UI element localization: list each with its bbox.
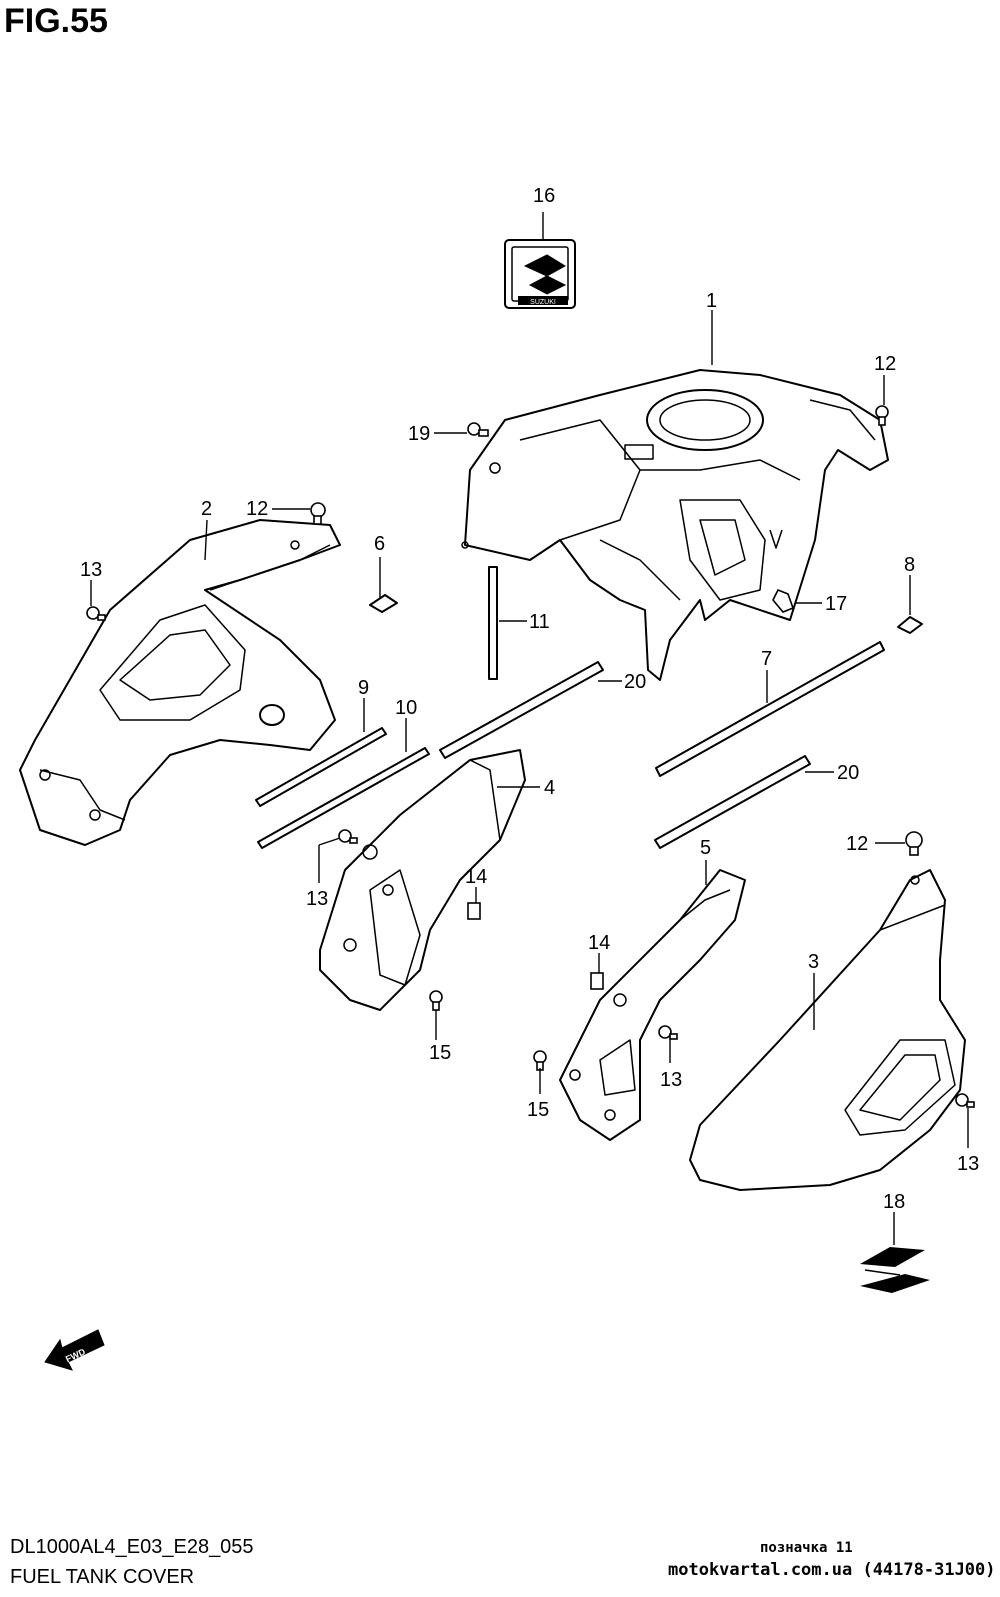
callout-15: 15 xyxy=(429,1042,451,1064)
fwd-arrow: FWD xyxy=(44,1329,105,1371)
callout-18: 18 xyxy=(883,1191,905,1213)
callout-14: 14 xyxy=(588,932,610,954)
part-20b-strip xyxy=(654,755,811,849)
callout-6: 6 xyxy=(374,533,385,555)
part-7-strip xyxy=(655,641,885,777)
fastener-17-clip xyxy=(772,588,795,613)
fastener-19-bolt xyxy=(467,422,489,437)
fastener-12-left xyxy=(310,502,326,525)
fastener-15-right xyxy=(533,1050,547,1071)
fastener-12-right xyxy=(905,831,923,856)
callout-4: 4 xyxy=(544,777,555,799)
part-18-decal xyxy=(860,1247,930,1293)
callout-11: 11 xyxy=(529,611,550,633)
part-10-strip xyxy=(257,747,430,849)
fastener-13-right xyxy=(955,1093,975,1108)
marking-label: позначка 11 xyxy=(760,1540,853,1556)
fastener-13-center xyxy=(658,1025,678,1040)
callout-19: 19 xyxy=(408,423,430,445)
callout-3: 3 xyxy=(808,951,819,973)
fastener-13-left xyxy=(86,606,106,621)
callout-13: 13 xyxy=(306,888,328,910)
fastener-15-left xyxy=(429,990,443,1011)
part-6-pad xyxy=(369,594,398,613)
model-code: DL1000AL4_E03_E28_055 xyxy=(10,1536,254,1558)
callout-20: 20 xyxy=(837,762,859,784)
callout-7: 7 xyxy=(761,648,772,670)
part-16-emblem: SUZUKI xyxy=(504,239,576,309)
callout-17: 17 xyxy=(825,593,847,615)
part-3-right-cover xyxy=(689,869,966,1191)
fastener-14-right xyxy=(590,972,604,990)
part-4-left-inner-panel xyxy=(319,749,526,1011)
callout-12: 12 xyxy=(874,353,896,375)
fastener-14-left xyxy=(467,902,481,920)
figure-name: FUEL TANK COVER xyxy=(10,1566,195,1588)
part-2-left-cover xyxy=(19,519,341,846)
callout-10: 10 xyxy=(395,697,417,719)
callout-14: 14 xyxy=(465,866,487,888)
part-1-fuel-tank-cover xyxy=(461,369,889,681)
part-9-strip xyxy=(255,727,387,807)
callout-1: 1 xyxy=(706,290,717,312)
part-11-strip xyxy=(488,566,498,680)
callout-13: 13 xyxy=(80,559,102,581)
figure-title: FIG.55 xyxy=(4,2,108,40)
callout-5: 5 xyxy=(700,837,711,859)
callout-2: 2 xyxy=(201,498,212,520)
fastener-13-mid xyxy=(338,829,358,844)
part-5-right-inner-bracket xyxy=(559,869,746,1141)
callout-16: 16 xyxy=(533,185,555,207)
callout-20: 20 xyxy=(624,671,646,693)
source-site: motokvartal.com.ua (44178-31J00) xyxy=(668,1560,996,1580)
callout-13: 13 xyxy=(957,1153,979,1175)
callout-8: 8 xyxy=(904,554,915,576)
part-8-pad xyxy=(897,616,923,634)
emblem-brand-text: SUZUKI xyxy=(530,299,556,306)
callout-13: 13 xyxy=(660,1069,682,1091)
callout-15: 15 xyxy=(527,1099,549,1121)
fastener-12-top-right xyxy=(875,405,889,426)
callout-9: 9 xyxy=(358,677,369,699)
leader-lines xyxy=(90,212,969,1245)
part-20a-strip xyxy=(439,661,604,759)
callout-12: 12 xyxy=(246,498,268,520)
callout-12: 12 xyxy=(846,833,868,855)
